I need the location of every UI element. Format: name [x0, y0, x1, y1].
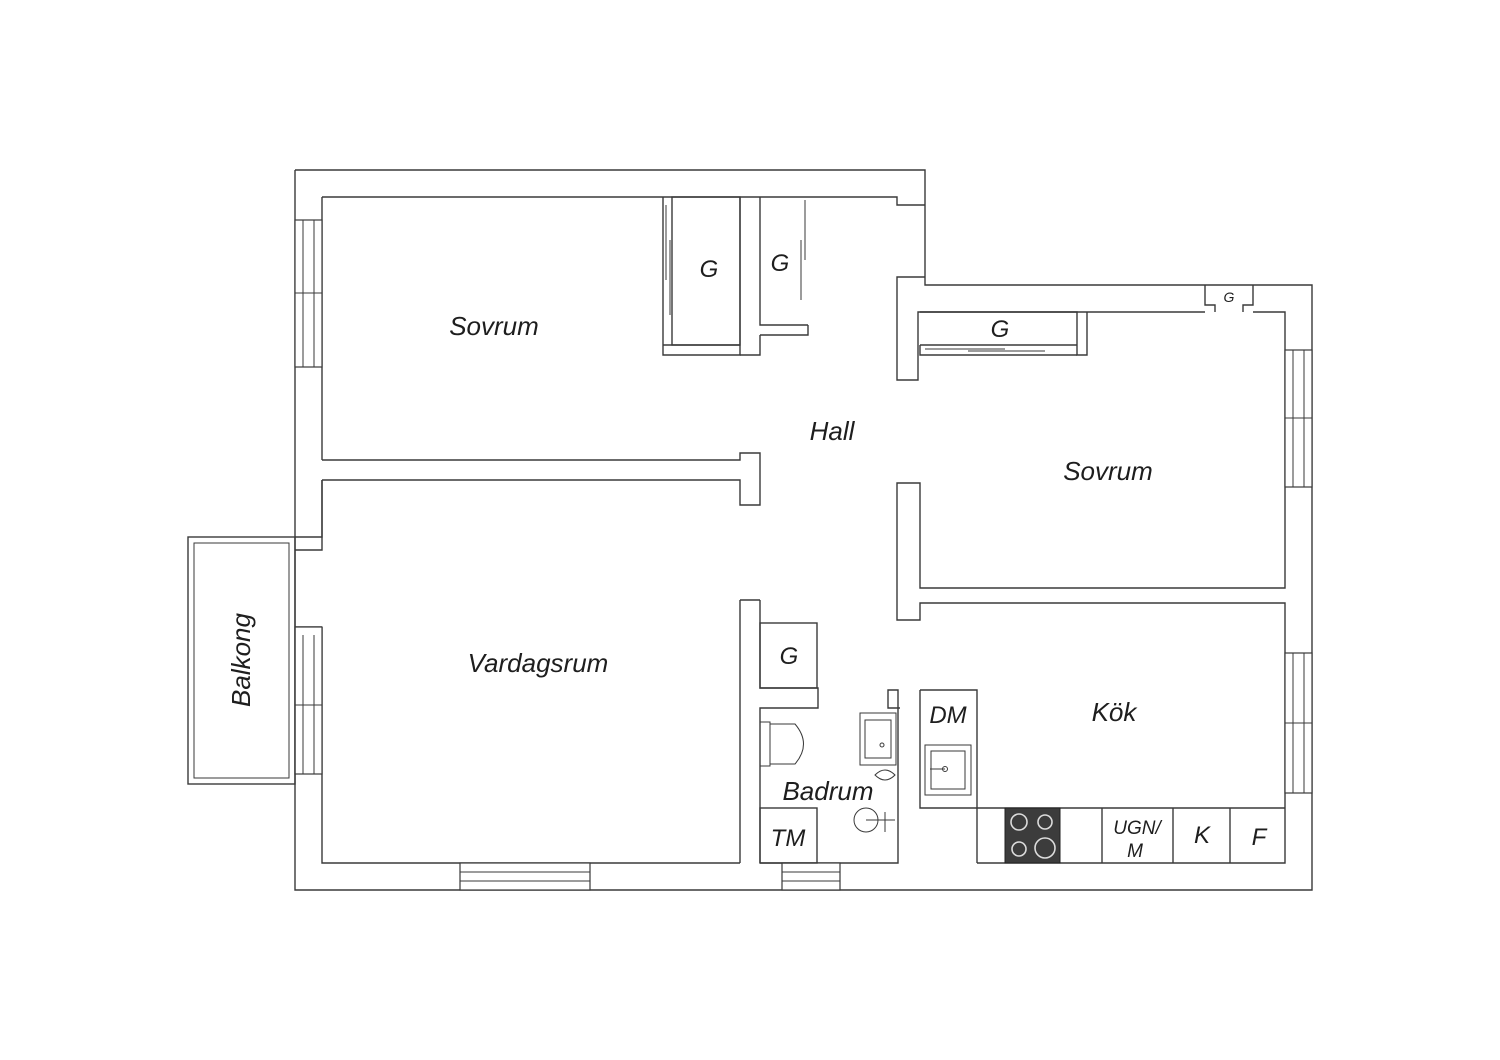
washbasin-icon	[859, 712, 897, 766]
window-living-room-south	[459, 862, 591, 891]
room-label-kok: Kök	[1092, 697, 1139, 727]
room-label-sovrum-west: Sovrum	[449, 311, 539, 341]
interior-walls	[322, 197, 1285, 863]
closet-label-g1: G	[700, 256, 719, 283]
appliance-label-dm: DM	[929, 702, 966, 729]
bathroom-fixtures	[759, 712, 897, 864]
stove-icon	[1004, 807, 1061, 864]
room-label-sovrum-east: Sovrum	[1063, 456, 1153, 486]
closet-label-g2: G	[771, 250, 790, 277]
appliance-label-tm: TM	[771, 825, 806, 852]
closet-label-g4: G	[1224, 289, 1235, 305]
appliance-label-f: F	[1252, 824, 1268, 851]
appliance-label-k: K	[1194, 822, 1211, 849]
window-bathroom-south	[781, 862, 841, 891]
windows	[294, 219, 1313, 891]
balcony	[187, 536, 296, 785]
room-label-balkong: Balkong	[226, 612, 256, 706]
closet-doors	[665, 196, 1045, 352]
room-label-hall: Hall	[810, 416, 856, 446]
closet-label-g3: G	[991, 316, 1010, 343]
sink-icon	[924, 744, 972, 796]
appliance-label-ugn-line1: UGN/	[1113, 818, 1162, 839]
appliance-label-ugn-line2: M	[1127, 841, 1143, 862]
window-living-room-west	[294, 626, 323, 775]
kitchen-fixtures	[924, 744, 1231, 864]
washing-machine	[759, 807, 818, 864]
closet-label-g5: G	[780, 643, 799, 670]
toilet-icon	[759, 721, 804, 767]
room-label-vardagsrum: Vardagsrum	[468, 648, 609, 678]
room-label-badrum: Badrum	[782, 776, 873, 806]
shower-icon	[853, 769, 896, 833]
